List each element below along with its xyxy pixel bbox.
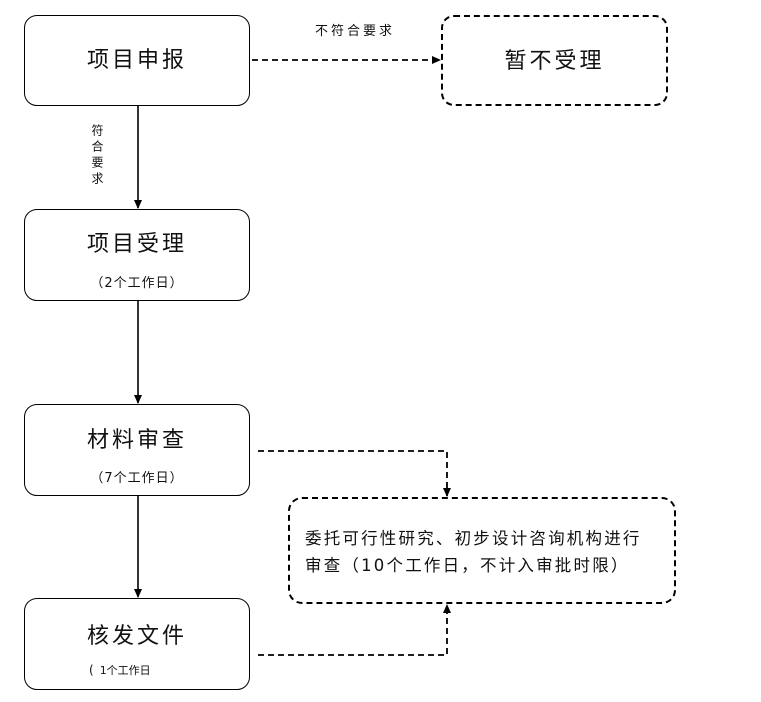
node-consult: 委托可行性研究、初步设计咨询机构进行 审查（10个工作日，不计入审批时限） <box>288 497 676 604</box>
node-issue-duration: (1个工作日 <box>89 662 151 679</box>
node-issue-title: 核发文件 <box>86 624 187 649</box>
node-issue: 核发文件 (1个工作日 <box>24 598 250 690</box>
node-review: 材料审查 （7个工作日） <box>24 404 250 496</box>
node-accept-duration: （2个工作日） <box>90 276 184 291</box>
edge-label-not-qualified: 不符合要求 <box>315 24 396 39</box>
node-apply: 项目申报 <box>24 15 250 106</box>
node-review-title: 材料审查 <box>86 428 187 453</box>
node-consult-line1: 委托可行性研究、初步设计咨询机构进行 <box>305 529 642 548</box>
node-not-accepted: 暂不受理 <box>441 15 668 106</box>
node-apply-title: 项目申报 <box>86 48 187 73</box>
node-issue-duration-paren: ( <box>89 663 94 677</box>
node-accept-title: 项目受理 <box>86 232 187 257</box>
edge-label-qualified: 符合要求 <box>90 124 104 188</box>
arrow-review-to-consult <box>258 450 451 497</box>
arrow-issue-to-consult <box>258 604 451 656</box>
node-consult-line2: 审查（10个工作日，不计入审批时限） <box>305 556 630 575</box>
node-not-accepted-title: 暂不受理 <box>504 49 605 74</box>
node-review-duration: （7个工作日） <box>90 471 184 486</box>
node-accept: 项目受理 （2个工作日） <box>24 209 250 301</box>
node-issue-duration-text: 1个工作日 <box>99 664 151 677</box>
